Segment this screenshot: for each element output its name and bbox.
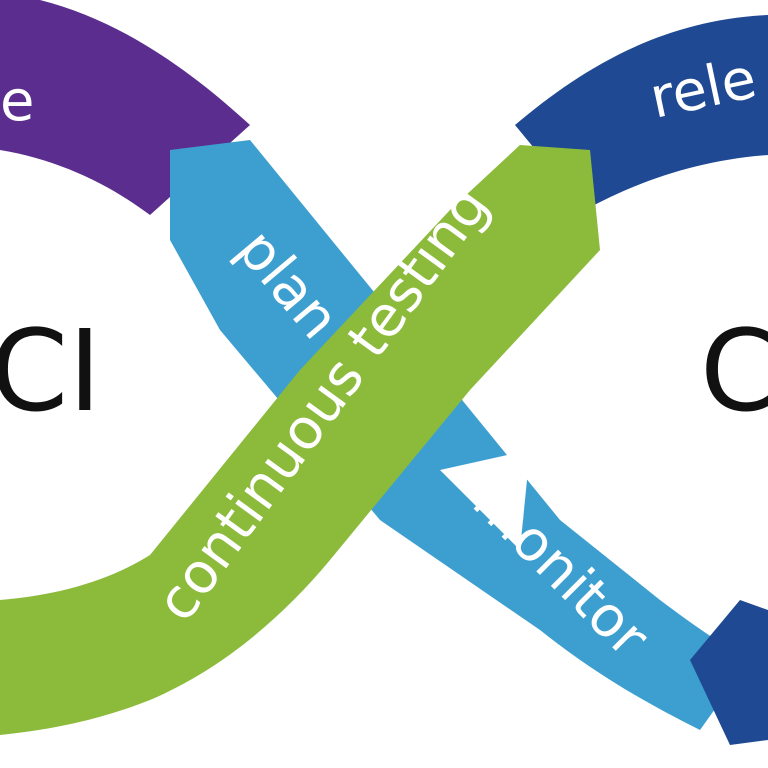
plan-monitor-band bbox=[170, 140, 750, 730]
dark-blue-lower-arrow bbox=[690, 600, 768, 745]
cd-label-partial: C bbox=[700, 307, 768, 437]
monitor-arrow-notch bbox=[440, 450, 530, 550]
continuous-testing-band bbox=[0, 145, 600, 735]
top-left-partial-label: e bbox=[0, 69, 34, 134]
ci-label: CI bbox=[0, 307, 101, 437]
